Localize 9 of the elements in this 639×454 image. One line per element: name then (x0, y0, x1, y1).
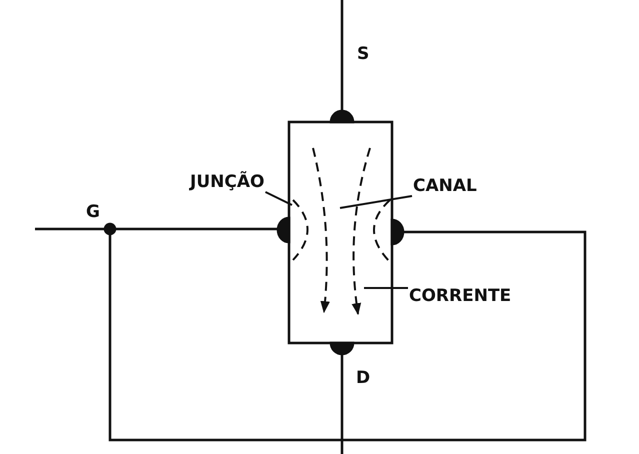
terminal-label: D (356, 368, 370, 388)
part-label: JUNÇÃO (190, 172, 264, 192)
leader-line (340, 195, 412, 209)
terminal-label: G (86, 202, 100, 222)
terminal-label: S (357, 44, 370, 64)
leader-line (364, 287, 408, 289)
leader-line (265, 191, 292, 206)
part-label: CANAL (413, 176, 477, 196)
part-label: CORRENTE (409, 286, 512, 306)
